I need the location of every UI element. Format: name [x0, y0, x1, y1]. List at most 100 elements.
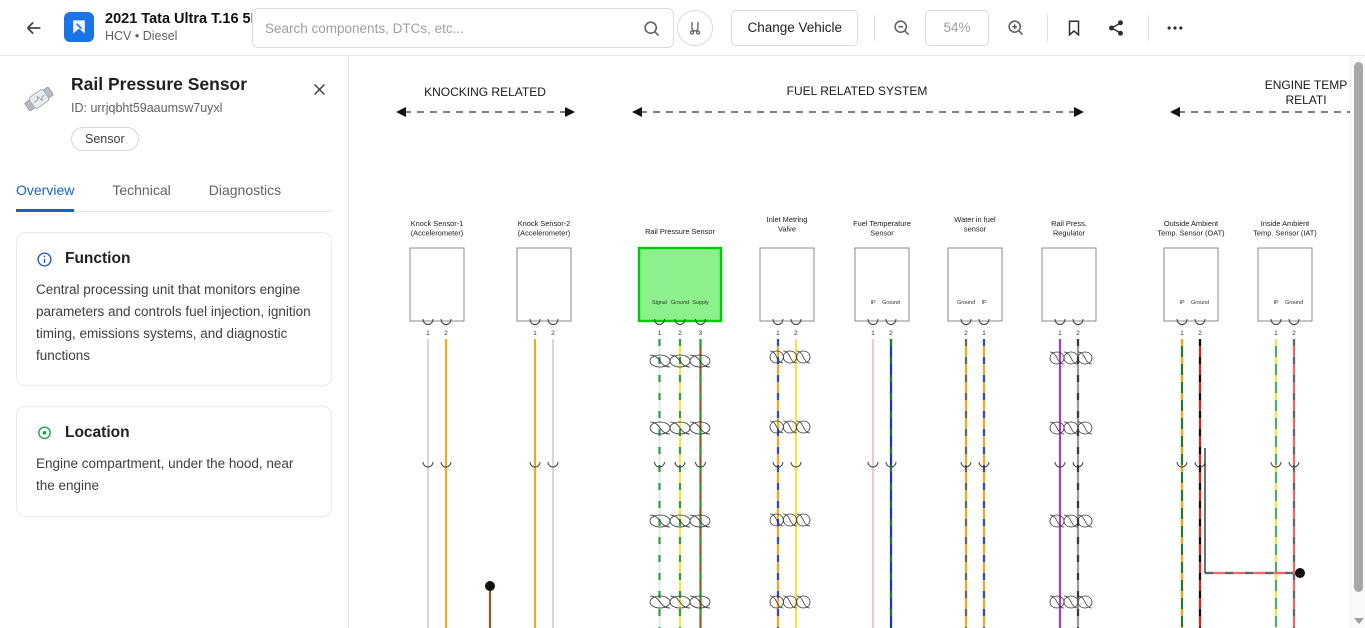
- twist-loop: [1077, 421, 1093, 435]
- component-label: Knock Sensor-2: [518, 219, 571, 228]
- twisted-pair-marker: [769, 595, 811, 609]
- wire-splice-icon: [1176, 461, 1188, 468]
- component-box-highlighted[interactable]: [637, 246, 723, 323]
- pin-name: IP: [1273, 300, 1278, 306]
- more-options-icon: [1167, 25, 1183, 30]
- wire-splice-icon: [440, 461, 452, 468]
- bookmark-icon: [1068, 20, 1080, 36]
- bookmark-button[interactable]: [1058, 12, 1090, 44]
- twist-loop: [669, 514, 691, 528]
- share-icon: [1109, 19, 1124, 36]
- pin-connector-icon: [1072, 318, 1084, 325]
- arrow-head-left: [632, 107, 642, 117]
- back-button[interactable]: [14, 8, 54, 48]
- twist-loop: [1063, 595, 1079, 609]
- search-icon[interactable]: [642, 19, 661, 38]
- tab-technical[interactable]: Technical: [112, 182, 171, 198]
- pin-name: Ground: [1191, 300, 1209, 306]
- wire-splice-icon: [529, 461, 541, 468]
- component-box[interactable]: [409, 247, 465, 322]
- twist-loop: [1049, 595, 1065, 609]
- component-box[interactable]: [1163, 247, 1219, 322]
- component-box[interactable]: [947, 247, 1003, 322]
- pin-connector-icon: [867, 318, 879, 325]
- twist-loop: [1077, 595, 1093, 609]
- vehicle-title: 2021 Tata Ultra T.16 5L: [105, 11, 260, 28]
- component-box[interactable]: [854, 247, 910, 322]
- pin-name: IP: [1179, 300, 1184, 306]
- zoom-in-button[interactable]: [999, 12, 1031, 44]
- pin-number: 1: [776, 330, 780, 337]
- wire-splice-icon: [978, 461, 990, 468]
- pin-number: 2: [964, 330, 968, 337]
- tab-diagnostics[interactable]: Diagnostics: [208, 182, 282, 198]
- pin-number: 1: [658, 330, 662, 337]
- scrollbar-thumb[interactable]: [1354, 62, 1363, 592]
- pin-connector-icon: [1288, 318, 1300, 325]
- pin-connector-icon: [772, 318, 784, 325]
- component-box[interactable]: [1257, 247, 1313, 322]
- twist-loop: [669, 354, 691, 368]
- card-title: Function: [65, 250, 131, 267]
- wiring-harness-button[interactable]: [677, 9, 714, 46]
- junction-dot[interactable]: [1295, 568, 1305, 578]
- tab-overview[interactable]: Overview: [16, 174, 75, 212]
- wiring-harness-icon: [690, 21, 701, 35]
- vehicle-brand[interactable]: 2021 Tata Ultra T.16 5L HCV • Diesel: [64, 11, 259, 43]
- twist-loop: [689, 514, 711, 528]
- zoom-level-field[interactable]: 54%: [925, 9, 990, 46]
- component-box[interactable]: [1041, 247, 1097, 322]
- component-group[interactable]: Rail Pressure SensorSignal1Ground2Supply…: [637, 227, 723, 628]
- arrow-head-left: [1170, 107, 1180, 117]
- more-options-button[interactable]: [1159, 12, 1191, 44]
- search-input[interactable]: [265, 20, 642, 36]
- twist-loop: [669, 595, 691, 609]
- wire-splice-icon: [547, 461, 559, 468]
- zoom-out-button[interactable]: [885, 12, 917, 44]
- ground-terminal-dot[interactable]: [485, 581, 495, 591]
- close-button[interactable]: [306, 76, 332, 102]
- twist-loop: [1077, 595, 1093, 609]
- component-box[interactable]: [759, 247, 815, 322]
- component-label: Temp. Sensor (IAT): [1253, 229, 1317, 238]
- wire-splice-icon: [654, 461, 665, 468]
- pin-name: IP: [870, 300, 875, 306]
- search-bar[interactable]: [252, 8, 674, 48]
- twist-loop: [1063, 421, 1079, 435]
- twist-loop: [649, 514, 671, 528]
- vehicle-subtitle: HCV • Diesel: [105, 29, 178, 44]
- twist-loop: [689, 421, 711, 435]
- pin-connector-icon: [1176, 318, 1188, 325]
- twist-loop: [796, 420, 811, 434]
- component-box[interactable]: [516, 247, 572, 322]
- twisted-pair-marker: [1049, 351, 1093, 365]
- location-pin-icon: [38, 426, 51, 440]
- twist-loop: [1049, 421, 1065, 435]
- pin-connector-icon: [1194, 318, 1206, 325]
- pin-connector-icon: [547, 318, 559, 325]
- main-body: Rail Pressure Sensor ID: urrjqbht59aaums…: [0, 56, 1365, 628]
- share-button[interactable]: [1100, 12, 1132, 44]
- component-id: ID: urrjqbht59aaumsw7uyxl: [71, 101, 223, 115]
- twisted-pair-marker: [649, 354, 711, 368]
- pin-connector-icon: [654, 318, 665, 325]
- wire-splice-icon: [1288, 461, 1300, 468]
- change-vehicle-button[interactable]: Change Vehicle: [731, 9, 859, 46]
- twist-loop: [1063, 351, 1079, 365]
- chevron-down-icon[interactable]: [1354, 618, 1364, 624]
- twisted-pair-marker: [1049, 514, 1093, 528]
- diagram-scrollbar[interactable]: [1350, 56, 1365, 628]
- component-label: Knock Sensor-1: [411, 219, 464, 228]
- pin-connector-icon: [960, 318, 972, 325]
- close-icon: [313, 83, 325, 95]
